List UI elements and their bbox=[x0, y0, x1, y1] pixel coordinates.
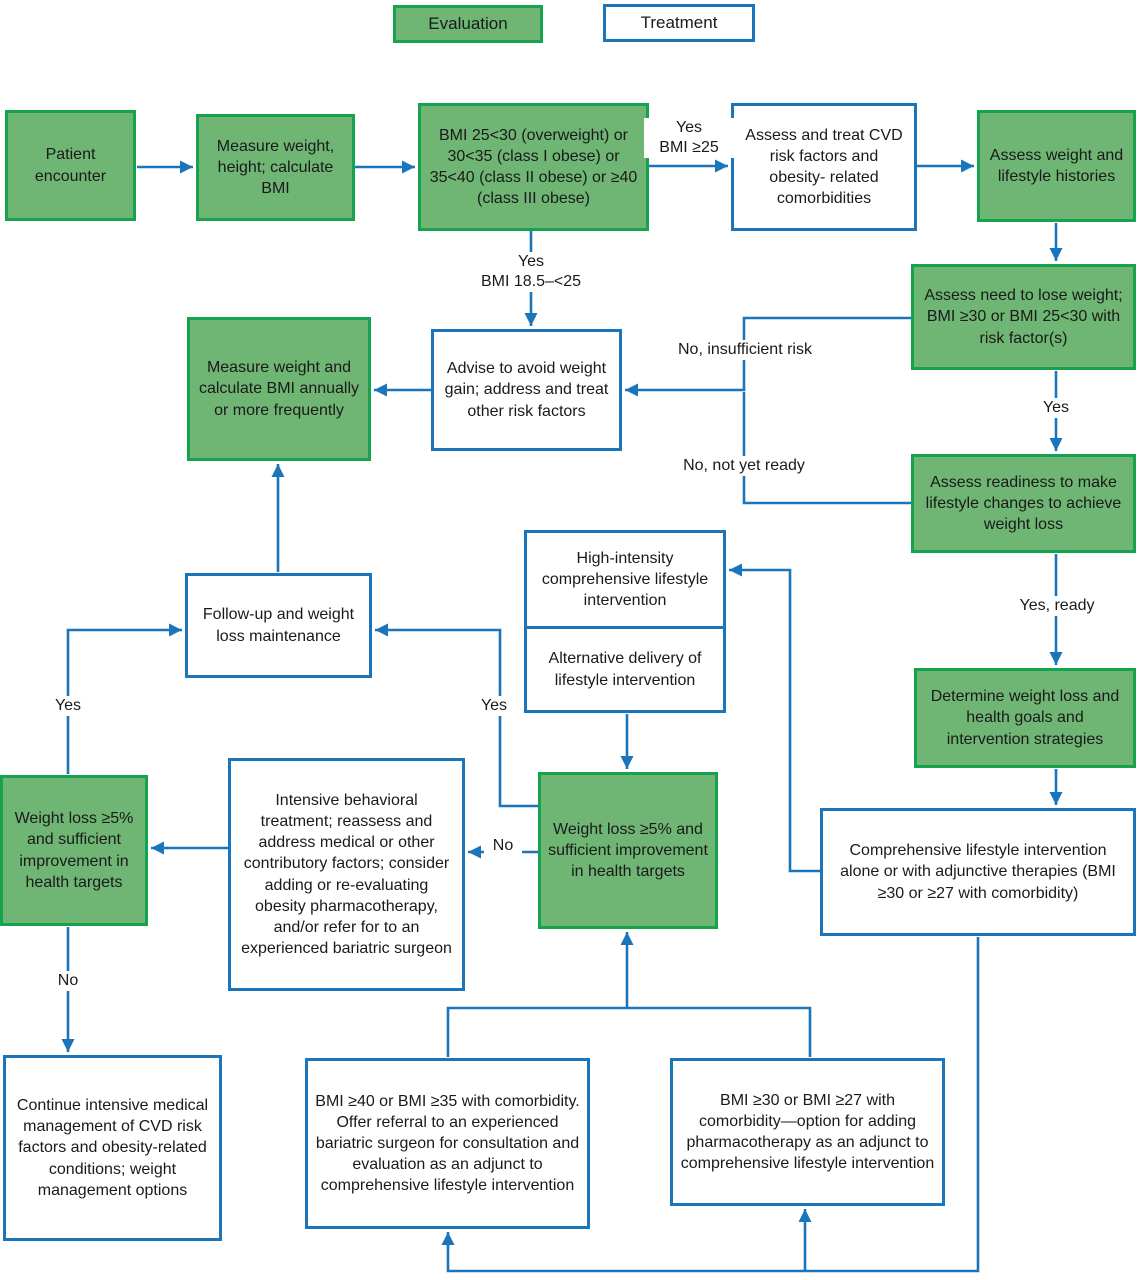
node-alternative-delivery: Alternative delivery of lifestyle interv… bbox=[524, 626, 726, 713]
node-assess-readiness: Assess readiness to make lifestyle chang… bbox=[911, 454, 1136, 553]
node-determine-goals: Determine weight loss and health goals a… bbox=[914, 668, 1136, 768]
node-high-intensity: High-intensity comprehensive lifestyle i… bbox=[524, 530, 726, 629]
node-intensive-behavioral: Intensive behavioral treatment; reassess… bbox=[228, 758, 465, 991]
edge-comprehensive-to-bariatric bbox=[441, 937, 980, 1273]
edge-label-yes-bmi-ge-25: Yes BMI ≥25 bbox=[644, 118, 734, 158]
node-weight-loss-left: Weight loss ≥5% and sufficient improveme… bbox=[0, 775, 148, 926]
node-assess-need: Assess need to lose weight; BMI ≥30 or B… bbox=[911, 264, 1136, 370]
legend-evaluation: Evaluation bbox=[393, 5, 543, 43]
edge-comprehensive-to-highintensity bbox=[729, 563, 820, 873]
edge-readiness-to-advise-join bbox=[742, 392, 912, 505]
edge-weightlossleft-to-followup-yes bbox=[66, 623, 182, 774]
node-patient-encounter: Patient encounter bbox=[5, 110, 136, 221]
node-measure-bmi: Measure weight, height; calculate BMI bbox=[196, 114, 355, 221]
node-bmi-classes: BMI 25<30 (overweight) or 30<35 (class I… bbox=[418, 103, 649, 231]
node-comprehensive-lifestyle: Comprehensive lifestyle intervention alo… bbox=[820, 808, 1136, 936]
edge-label-no-left: No bbox=[49, 971, 87, 991]
edge-bottomboxes-join bbox=[446, 1006, 812, 1057]
node-assess-histories: Assess weight and lifestyle histories bbox=[977, 110, 1136, 222]
edge-label-no-insufficient-risk: No, insufficient risk bbox=[660, 340, 830, 360]
edge-label-yes-need: Yes bbox=[1031, 398, 1081, 418]
edge-label-yes-follow-left: Yes bbox=[45, 696, 91, 716]
node-bariatric-referral: BMI ≥40 or BMI ≥35 with comorbidity. Off… bbox=[305, 1058, 590, 1229]
node-advise-avoid-gain: Advise to avoid weight gain; address and… bbox=[431, 329, 622, 451]
edge-label-yes-follow-mid: Yes bbox=[471, 696, 517, 716]
edge-label-yes-ready: Yes, ready bbox=[1011, 596, 1103, 616]
node-pharmacotherapy-option: BMI ≥30 or BMI ≥27 with comorbidity—opti… bbox=[670, 1058, 945, 1206]
node-follow-up: Follow-up and weight loss maintenance bbox=[185, 573, 372, 678]
node-measure-annually: Measure weight and calculate BMI annuall… bbox=[187, 317, 371, 461]
node-weight-loss-center: Weight loss ≥5% and sufficient improveme… bbox=[538, 772, 718, 929]
legend-treatment: Treatment bbox=[603, 4, 755, 42]
node-continue-medical: Continue intensive medical management of… bbox=[3, 1055, 222, 1241]
node-assess-treat-cvd: Assess and treat CVD risk factors and ob… bbox=[731, 103, 917, 231]
edge-label-no-mid: No bbox=[484, 836, 522, 856]
edge-label-no-not-yet-ready: No, not yet ready bbox=[664, 456, 824, 476]
edge-weightloss-to-followup-yes bbox=[375, 623, 538, 808]
edge-label-yes-bmi-18-5-25: Yes BMI 18.5–<25 bbox=[461, 252, 601, 292]
